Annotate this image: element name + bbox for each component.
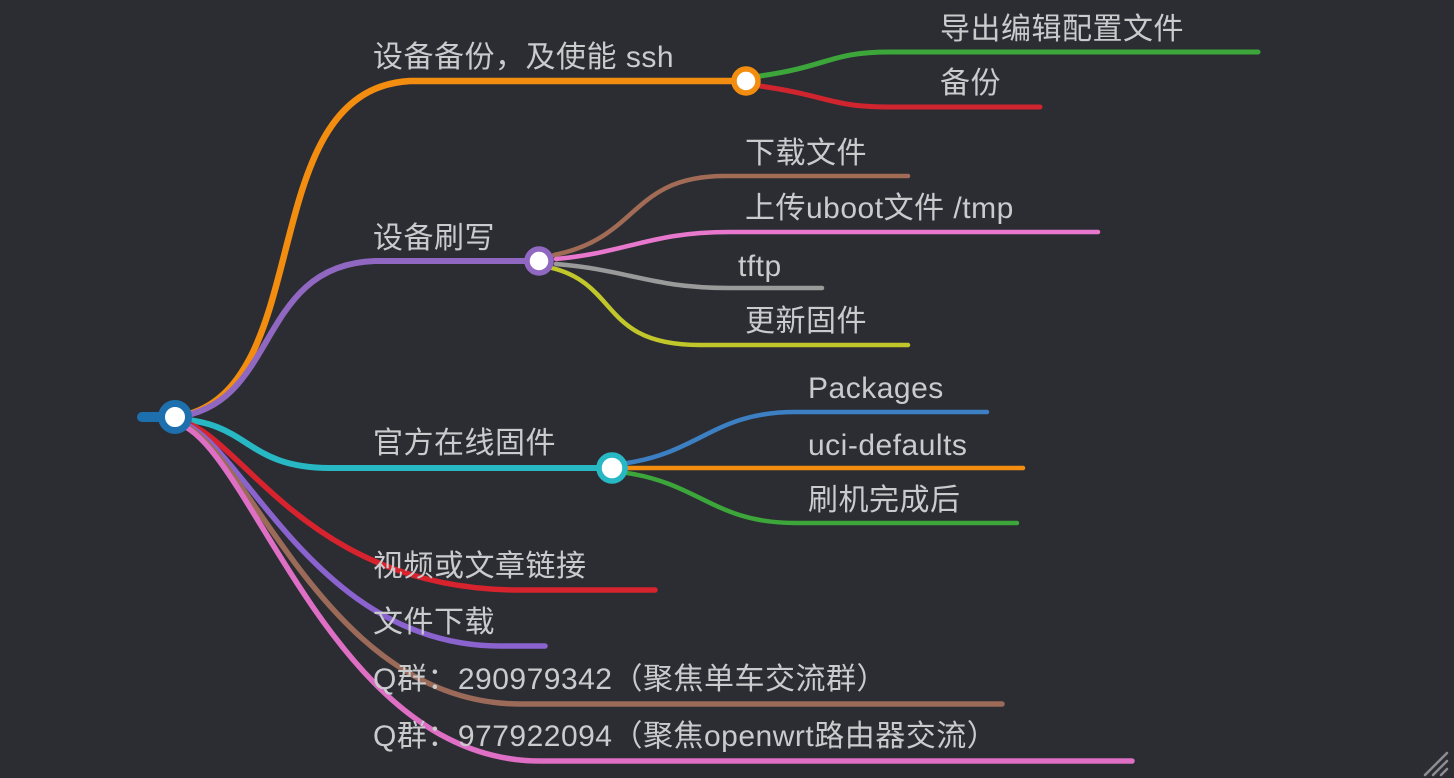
root-node-circle[interactable] — [158, 400, 192, 434]
child-curve-tftp — [553, 261, 825, 291]
label-device-flash[interactable]: 设备刷写 — [373, 222, 495, 255]
label-official-firmware[interactable]: 官方在线固件 — [373, 427, 556, 460]
child-curve-after-flash — [624, 470, 1020, 526]
label-backup[interactable]: 备份 — [940, 67, 1001, 100]
child-curve-download-file — [551, 173, 911, 258]
label-export-config[interactable]: 导出编辑配置文件 — [940, 13, 1184, 46]
branch-curve-video-links — [173, 417, 658, 593]
child-curve-export-config — [757, 49, 1261, 79]
branch-curve-official-firmware — [173, 416, 615, 471]
child-curve-packages — [624, 409, 990, 466]
label-update-firmware[interactable]: 更新固件 — [745, 305, 867, 338]
label-video-links[interactable]: 视频或文章链接 — [373, 550, 587, 583]
node-circle-device-flash[interactable] — [524, 246, 554, 276]
node-circle-official-firmware[interactable] — [596, 452, 628, 484]
node-circle-device-backup[interactable] — [731, 66, 761, 96]
label-device-backup[interactable]: 设备备份，及使能 ssh — [373, 41, 675, 74]
branch-curve-device-backup — [172, 77, 750, 421]
label-tftp[interactable]: tftp — [738, 250, 782, 283]
label-packages[interactable]: Packages — [808, 372, 944, 405]
child-curve-update-firmware — [549, 265, 911, 348]
child-curve-backup — [757, 83, 1043, 110]
label-after-flash[interactable]: 刷机完成后 — [808, 484, 961, 517]
label-upload-uboot[interactable]: 上传uboot文件 /tmp — [745, 192, 1014, 225]
child-curve-upload-uboot — [553, 229, 1101, 262]
label-qgroup-bike[interactable]: Q群：290979342（聚焦单车交流群） — [373, 663, 887, 696]
branch-curve-device-flash — [173, 258, 542, 420]
label-download-file[interactable]: 下载文件 — [745, 137, 867, 170]
label-file-download[interactable]: 文件下载 — [373, 606, 495, 639]
label-qgroup-openwrt[interactable]: Q群：977922094（聚焦openwrt路由器交流） — [373, 720, 998, 753]
resize-grip-icon[interactable] — [1423, 751, 1449, 777]
branch-curve-qgroup-openwrt — [173, 420, 1135, 764]
label-uci-defaults[interactable]: uci-defaults — [808, 429, 968, 462]
